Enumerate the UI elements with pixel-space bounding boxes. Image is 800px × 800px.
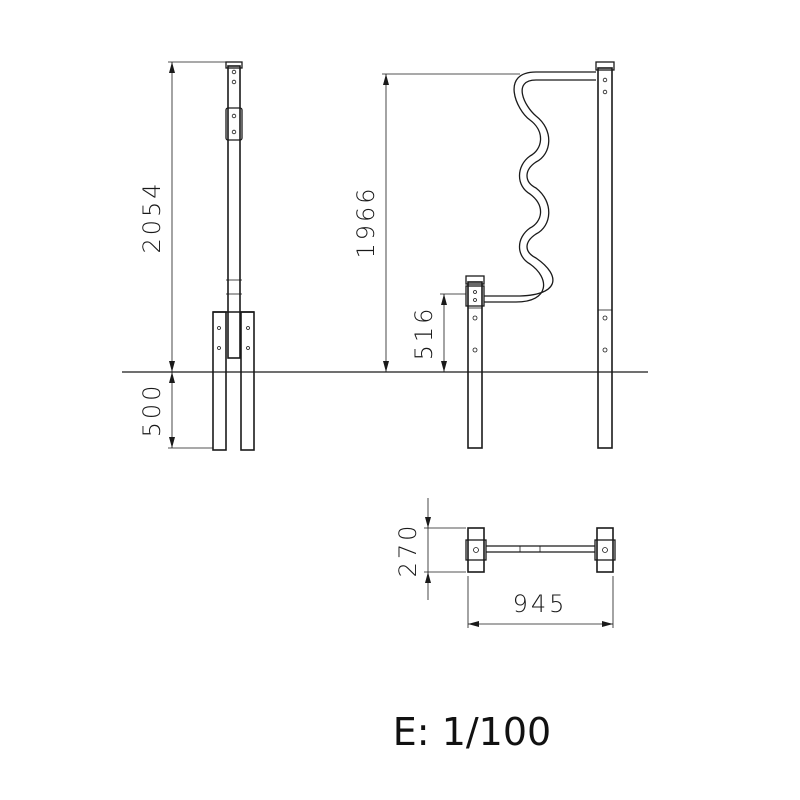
dim-width-label: 945 [513, 590, 568, 618]
dim-total-height-label: 2054 [138, 180, 166, 253]
dimension-depth: 270 [394, 498, 466, 600]
front-view [465, 61, 615, 449]
dimension-foundation-depth: 500 [138, 372, 213, 449]
dimension-low-post-height: 516 [410, 293, 466, 372]
side-view [212, 61, 255, 451]
dim-handrail-height-label: 1966 [352, 185, 380, 258]
dim-foundation-depth-label: 500 [138, 383, 166, 438]
dimension-handrail-height: 1966 [352, 73, 520, 372]
scale-label: E: 1/100 [393, 710, 551, 754]
dim-low-post-height-label: 516 [410, 306, 438, 361]
dim-depth-label: 270 [394, 523, 422, 578]
dimension-total-height: 2054 [138, 61, 226, 372]
dimension-width: 945 [467, 576, 614, 628]
plan-view [465, 527, 616, 573]
